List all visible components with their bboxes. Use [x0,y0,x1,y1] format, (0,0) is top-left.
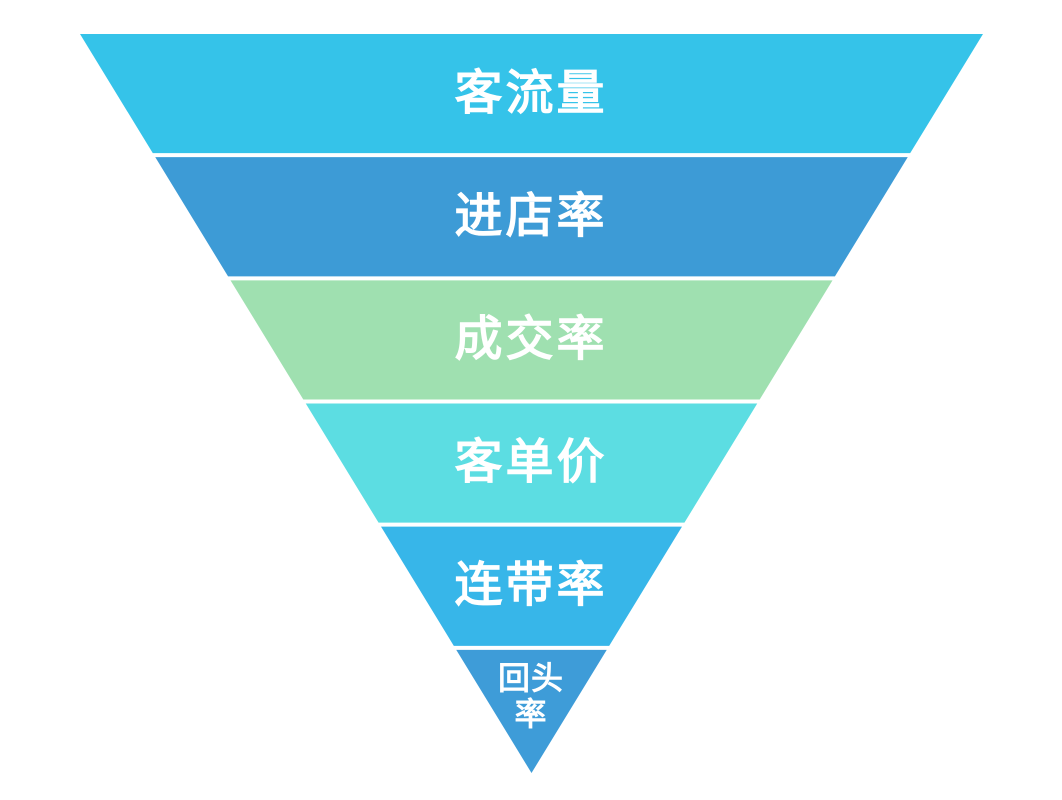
funnel-stage-4 [381,526,682,646]
funnel-stage-0 [80,34,983,154]
funnel-stage-5 [456,649,607,773]
funnel-stage-2 [230,280,833,400]
funnel-stage-3 [305,403,758,523]
funnel-stage-1 [155,157,908,277]
